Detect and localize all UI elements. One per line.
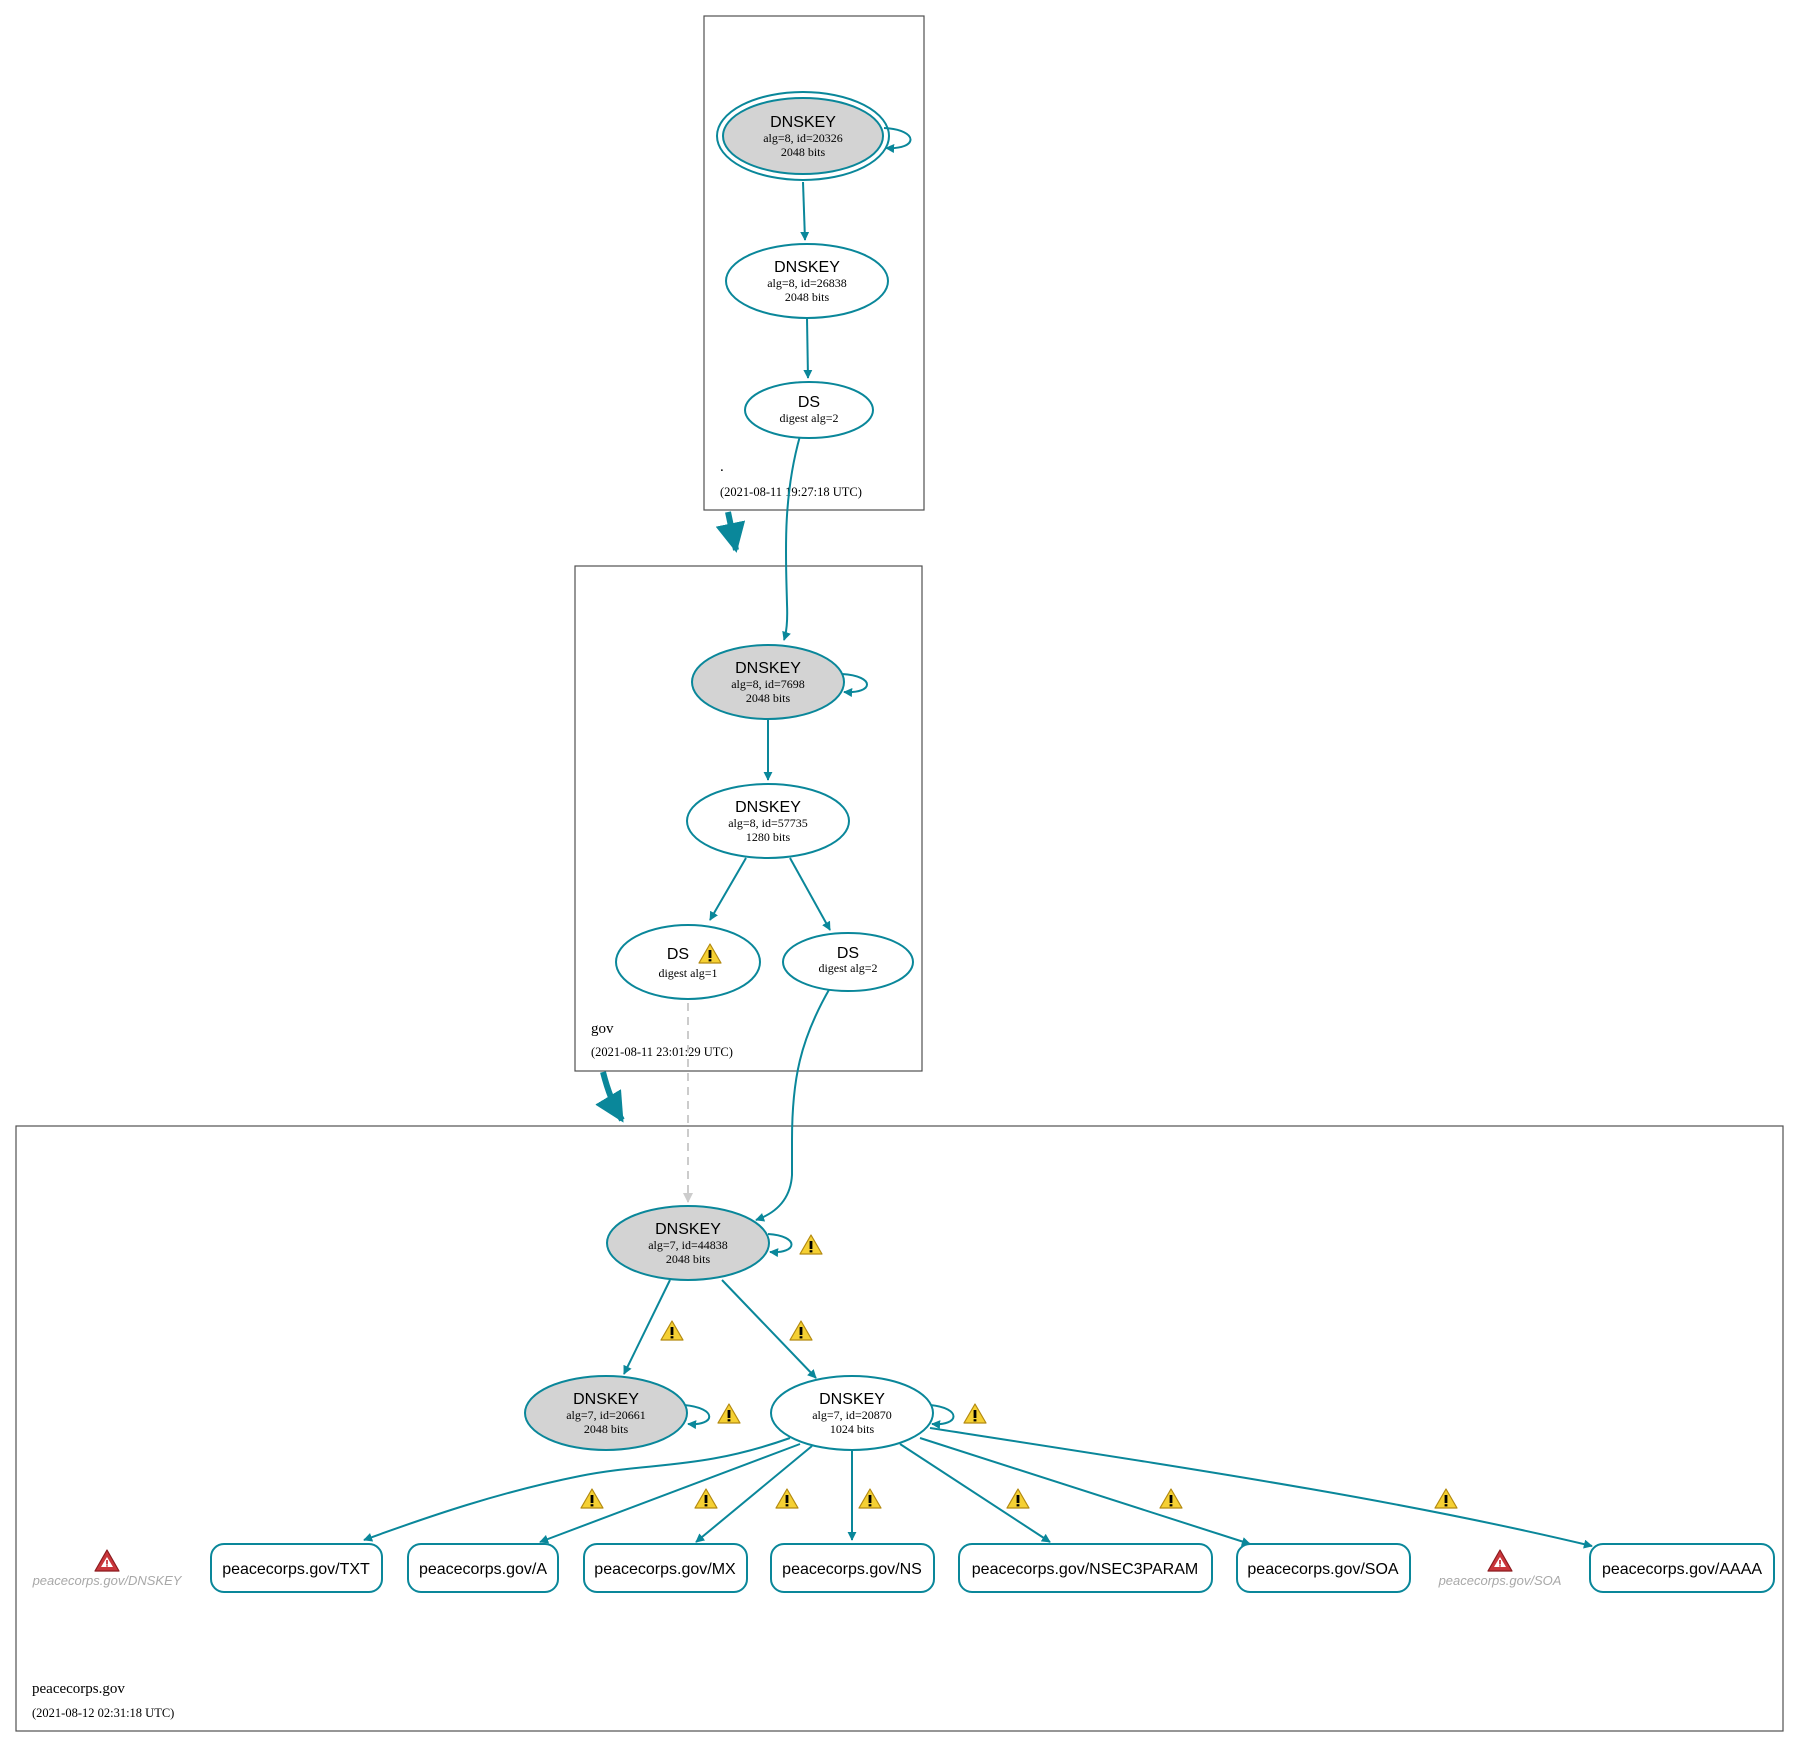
zone-peacecorps-name: peacecorps.gov [32, 1681, 125, 1697]
node-pc-ksk-line2: 2048 bits [666, 1252, 711, 1266]
node-pc-key2[interactable]: DNSKEY alg=7, id=20661 2048 bits [524, 1375, 688, 1451]
rrset-aaaa-label: peacecorps.gov/AAAA [1602, 1561, 1762, 1578]
rrset-soa[interactable]: peacecorps.gov/SOA [1236, 1543, 1411, 1593]
node-gov-ds1-line1: digest alg=1 [658, 966, 717, 980]
node-root-zsk[interactable]: DNSKEY alg=8, id=26838 2048 bits [725, 243, 889, 319]
edge-pc-zsk-txt [363, 1437, 791, 1542]
edge-pc-zsk-a [539, 1443, 801, 1544]
ghost-record-soa-label: peacecorps.gov/SOA [1438, 1573, 1562, 1588]
node-pc-zsk[interactable]: DNSKEY alg=7, id=20870 1024 bits [770, 1375, 934, 1451]
edge-pc-ksk-key2 [623, 1279, 671, 1375]
edge-pc-zsk-nsec3param [899, 1443, 1051, 1543]
node-pc-zsk-line1: alg=7, id=20870 [812, 1408, 892, 1422]
node-pc-zsk-line2: 1024 bits [830, 1422, 875, 1436]
delegation-arrow-root-gov [715, 511, 746, 553]
node-pc-key2-line2: 2048 bits [584, 1422, 629, 1436]
node-root-ksk[interactable]: DNSKEY alg=8, id=20326 2048 bits [716, 91, 890, 181]
node-gov-ds1[interactable]: DS digest alg=1 [615, 924, 761, 1000]
edge-gov-ds2-pc-ksk [755, 987, 831, 1222]
node-pc-zsk-title: DNSKEY [819, 1391, 885, 1408]
node-pc-ksk-line1: alg=7, id=44838 [648, 1238, 728, 1252]
node-root-ksk-line2: 2048 bits [781, 145, 826, 159]
edge-pc-ksk-self [767, 1233, 793, 1258]
rrset-nsec3param-label: peacecorps.gov/NSEC3PARAM [972, 1561, 1198, 1578]
zone-root-date: (2021-08-11 19:27:18 UTC) [720, 485, 862, 499]
rrset-mx-label: peacecorps.gov/MX [594, 1561, 736, 1578]
node-root-ds-line1: digest alg=2 [779, 411, 838, 425]
rrset-ns-label: peacecorps.gov/NS [782, 1561, 922, 1578]
node-root-zsk-line1: alg=8, id=26838 [767, 276, 847, 290]
rrset-mx[interactable]: peacecorps.gov/MX [583, 1543, 748, 1593]
zone-gov-date: (2021-08-11 23:01:29 UTC) [591, 1045, 733, 1059]
node-root-zsk-title: DNSKEY [774, 259, 840, 276]
edge-pc-key2-self [683, 1404, 711, 1430]
node-gov-zsk-title: DNSKEY [735, 799, 801, 816]
edge-root-ksk-self [883, 127, 912, 153]
ghost-record-dnskey-label: peacecorps.gov/DNSKEY [32, 1573, 183, 1588]
edge-gov-zsk-ds1 [709, 857, 747, 921]
rrset-soa-label: peacecorps.gov/SOA [1247, 1561, 1399, 1578]
node-gov-ksk-title: DNSKEY [735, 660, 801, 677]
rrset-txt[interactable]: peacecorps.gov/TXT [210, 1543, 383, 1593]
node-pc-key2-title: DNSKEY [573, 1391, 639, 1408]
node-root-zsk-line2: 2048 bits [785, 290, 830, 304]
rrset-a-label: peacecorps.gov/A [419, 1561, 547, 1578]
node-root-ds-title: DS [798, 394, 820, 411]
node-root-ksk-title: DNSKEY [770, 114, 836, 131]
rrset-ns[interactable]: peacecorps.gov/NS [770, 1543, 935, 1593]
node-gov-zsk-line2: 1280 bits [746, 830, 791, 844]
node-root-ksk-line1: alg=8, id=20326 [763, 131, 843, 145]
node-pc-ksk-title: DNSKEY [655, 1221, 721, 1238]
node-gov-ds2[interactable]: DS digest alg=2 [782, 932, 914, 992]
ghost-record-soa[interactable]: peacecorps.gov/SOA [1438, 1549, 1562, 1588]
edge-gov-zsk-ds2 [789, 857, 831, 931]
node-gov-ds1-title: DS [667, 946, 689, 963]
node-gov-ksk-line1: alg=8, id=7698 [731, 677, 805, 691]
edge-pc-zsk-soa [919, 1437, 1251, 1546]
zone-peacecorps-date: (2021-08-12 02:31:18 UTC) [32, 1706, 174, 1720]
rrset-nsec3param[interactable]: peacecorps.gov/NSEC3PARAM [958, 1543, 1213, 1593]
edge-root-ksk-zsk [800, 181, 810, 241]
node-gov-zsk-line1: alg=8, id=57735 [728, 816, 808, 830]
delegation-arrow-gov-peacecorps [595, 1071, 625, 1123]
edge-gov-ksk-self [841, 673, 868, 698]
rrset-a[interactable]: peacecorps.gov/A [407, 1543, 559, 1593]
edge-root-ds-gov-ksk [782, 435, 801, 641]
node-pc-ksk[interactable]: DNSKEY alg=7, id=44838 2048 bits [606, 1205, 770, 1281]
rrset-txt-label: peacecorps.gov/TXT [222, 1561, 370, 1578]
node-pc-key2-line1: alg=7, id=20661 [566, 1408, 646, 1422]
node-gov-ds2-title: DS [837, 945, 859, 962]
edge-pc-zsk-mx [695, 1445, 813, 1543]
ghost-record-dnskey[interactable]: peacecorps.gov/DNSKEY [32, 1549, 183, 1588]
zone-gov-name: gov [591, 1021, 614, 1037]
rrset-aaaa[interactable]: peacecorps.gov/AAAA [1589, 1543, 1775, 1593]
node-gov-ksk[interactable]: DNSKEY alg=8, id=7698 2048 bits [691, 644, 845, 720]
edge-pc-ksk-zsk [721, 1279, 817, 1379]
edge-pc-zsk-aaaa [929, 1427, 1593, 1549]
node-gov-ds2-line1: digest alg=2 [818, 961, 877, 975]
node-root-ds[interactable]: DS digest alg=2 [744, 381, 874, 439]
edge-root-zsk-ds [803, 317, 813, 379]
edge-pc-zsk-self [929, 1404, 955, 1430]
node-gov-ksk-line2: 2048 bits [746, 691, 791, 705]
node-gov-zsk[interactable]: DNSKEY alg=8, id=57735 1280 bits [686, 783, 850, 859]
zone-root-name: . [720, 459, 724, 475]
